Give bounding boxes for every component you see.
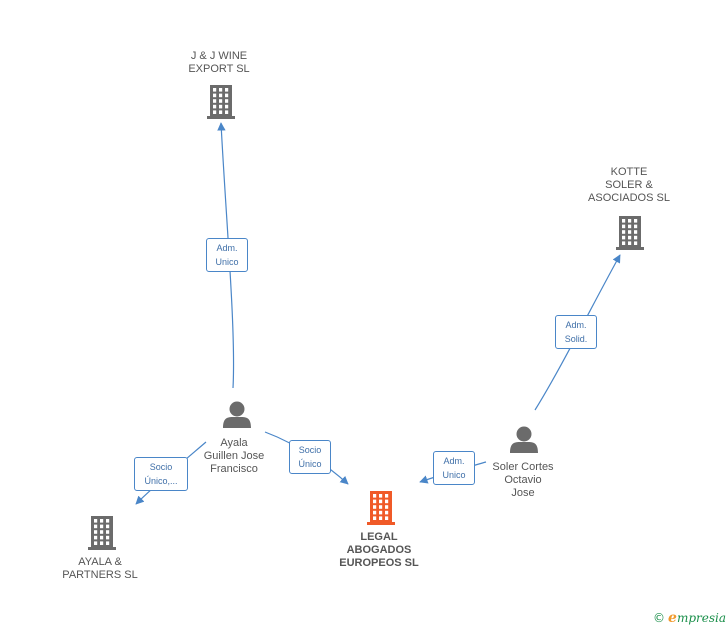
edge-label[interactable]: Adm. Unico: [433, 451, 475, 485]
node-label-ayala_p[interactable]: Ayala Guillen Jose Francisco: [203, 437, 265, 475]
building-icon[interactable]: [367, 491, 395, 525]
building-icon[interactable]: [207, 85, 235, 119]
empresia-logo[interactable]: ©empresia: [653, 610, 726, 626]
node-label-kotte[interactable]: KOTTE SOLER & ASOCIADOS SL: [588, 166, 670, 204]
edge-label[interactable]: Adm. Unico: [206, 238, 248, 272]
person-icon[interactable]: [223, 401, 251, 429]
building-icon[interactable]: [616, 216, 644, 250]
edge-label[interactable]: Socio Único: [289, 440, 331, 474]
node-label-soler_p[interactable]: Soler Cortes Octavio Jose: [492, 461, 554, 499]
brand-initial: e: [668, 610, 677, 626]
brand-name: mpresia: [676, 611, 726, 625]
edge-label[interactable]: Adm. Solid.: [555, 315, 597, 349]
edge-label[interactable]: Socio Único,...: [134, 457, 188, 491]
building-icon[interactable]: [88, 516, 116, 550]
node-label-jj[interactable]: J & J WINE EXPORT SL: [188, 50, 250, 75]
node-label-ayala_c[interactable]: AYALA & PARTNERS SL: [62, 556, 138, 581]
copyright-icon: ©: [653, 611, 666, 625]
person-icon[interactable]: [510, 426, 538, 454]
node-label-legal[interactable]: LEGAL ABOGADOS EUROPEOS SL: [339, 531, 419, 569]
